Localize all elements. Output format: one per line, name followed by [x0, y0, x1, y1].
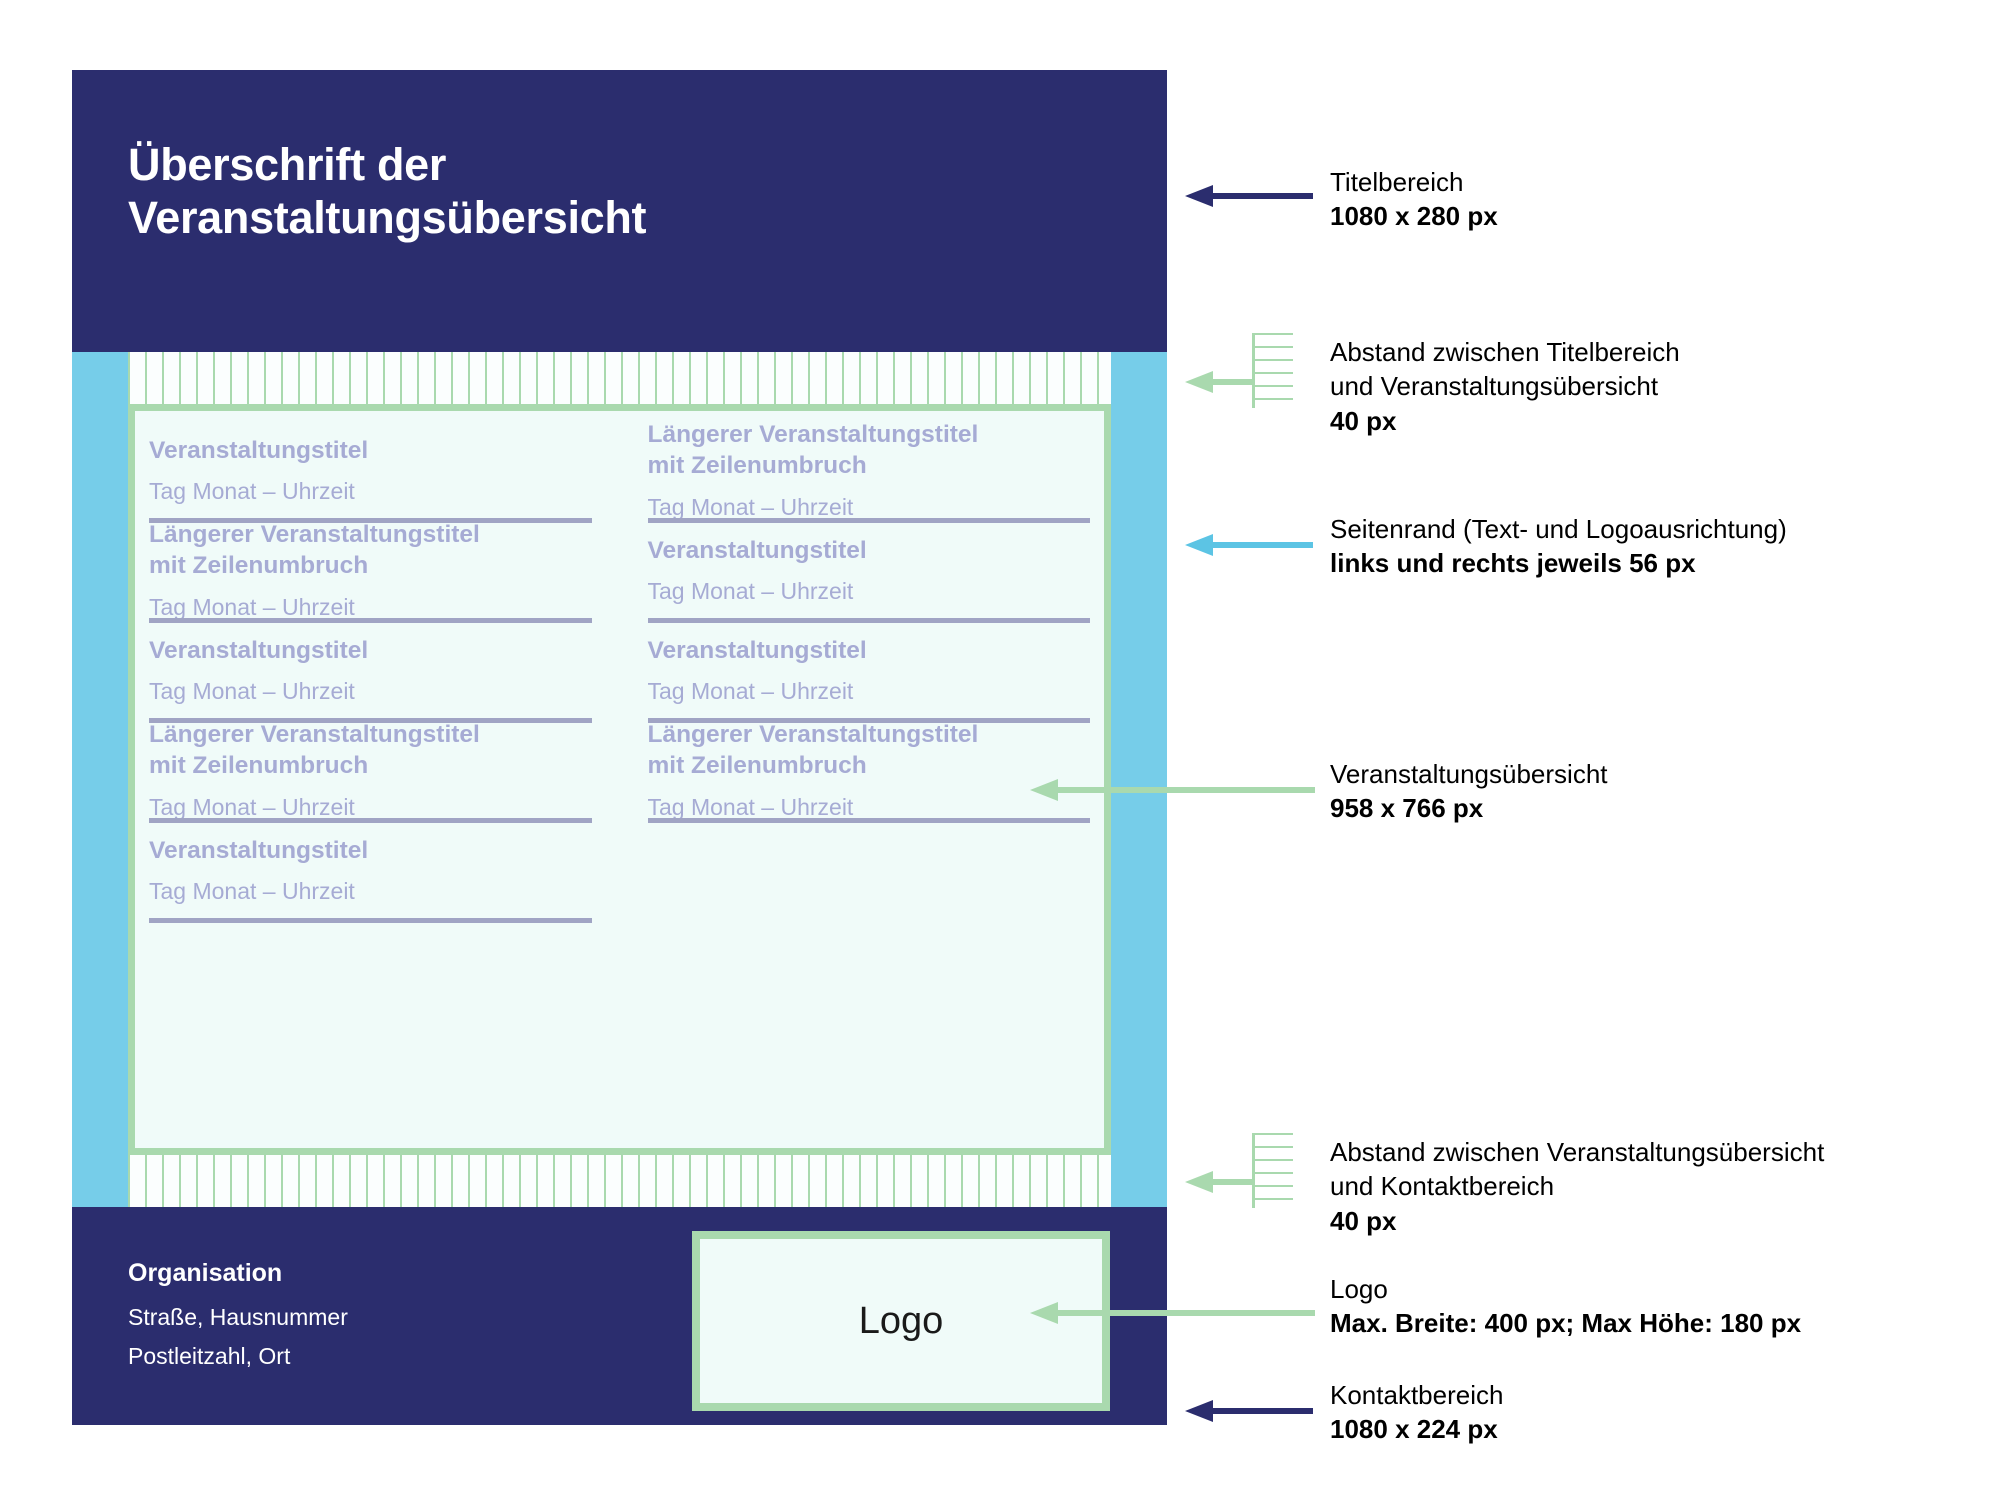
- arrow-head-icon: [1185, 1171, 1213, 1193]
- callout-value: 40 px: [1330, 405, 1397, 436]
- event-title: Veranstaltungstitel: [149, 637, 369, 664]
- event-divider: [149, 818, 592, 823]
- callout-gap-contact: Abstand zwischen Veranstaltungsübersicht…: [1330, 1135, 1824, 1238]
- organisation-name: Organisation: [128, 1259, 283, 1287]
- arrow-shaft: [1211, 542, 1313, 548]
- event-item[interactable]: Veranstaltungstitel Tag Monat – Uhrzeit: [647, 621, 1090, 723]
- event-date: Tag Monat – Uhrzeit: [647, 678, 854, 705]
- logo-placeholder-label: Logo: [858, 1299, 944, 1342]
- event-title: Veranstaltungstitel: [149, 437, 369, 464]
- arrow-shaft: [1211, 193, 1313, 199]
- title-area: Überschrift der Veranstaltungsübersicht: [72, 70, 1167, 352]
- callout-label: Abstand zwischen Titelbereich und Verans…: [1330, 337, 1680, 402]
- callout-arrow-logo: [1030, 1302, 1315, 1324]
- street-address: Straße, Hausnummer: [128, 1304, 348, 1330]
- event-divider: [149, 718, 592, 723]
- event-title: Längerer Veranstaltungstitel mit Zeilenu…: [149, 521, 480, 580]
- event-date: Tag Monat – Uhrzeit: [149, 478, 355, 505]
- event-overview-frame: Veranstaltungstitel Tag Monat – Uhrzeit …: [128, 404, 1111, 1155]
- callout-label: Veranstaltungsübersicht: [1330, 759, 1608, 789]
- arrow-shaft: [1056, 1310, 1315, 1316]
- city-address: Postleitzahl, Ort: [128, 1343, 291, 1369]
- callout-label: Kontaktbereich: [1330, 1380, 1504, 1410]
- event-date: Tag Monat – Uhrzeit: [149, 593, 355, 620]
- event-divider: [149, 618, 592, 623]
- event-divider: [647, 618, 1090, 623]
- arrow-shaft: [1056, 787, 1315, 793]
- dimension-comb-gap-contact: [1252, 1133, 1293, 1208]
- callout-value: links und rechts jeweils 56 px: [1330, 548, 1696, 579]
- callout-logo: Logo Max. Breite: 400 px; Max Höhe: 180 …: [1330, 1272, 1801, 1341]
- event-title: Längerer Veranstaltungstitel mit Zeilenu…: [149, 721, 480, 780]
- callout-arrow-contact-area: [1185, 1400, 1313, 1422]
- event-item[interactable]: Längerer Veranstaltungstitel mit Zeilenu…: [647, 421, 1090, 523]
- callout-title-area: Titelbereich 1080 x 280 px: [1330, 165, 1498, 234]
- arrow-head-icon: [1185, 185, 1213, 207]
- event-title: Veranstaltungstitel: [647, 637, 867, 664]
- event-date: Tag Monat – Uhrzeit: [149, 793, 355, 820]
- spacing-hatch-bottom: [128, 1155, 1111, 1207]
- callout-value: 1080 x 280 px: [1330, 201, 1498, 232]
- event-date: Tag Monat – Uhrzeit: [149, 678, 355, 705]
- callout-arrow-title-area: [1185, 185, 1313, 207]
- arrow-shaft: [1211, 1179, 1255, 1185]
- event-item[interactable]: Veranstaltungstitel Tag Monat – Uhrzeit: [647, 521, 1090, 623]
- event-date: Tag Monat – Uhrzeit: [149, 878, 355, 905]
- callout-arrow-gap-title: [1185, 371, 1255, 393]
- arrow-shaft: [1211, 379, 1255, 385]
- callout-value: Max. Breite: 400 px; Max Höhe: 180 px: [1330, 1308, 1802, 1339]
- event-item[interactable]: Längerer Veranstaltungstitel mit Zeilenu…: [149, 521, 592, 623]
- arrow-head-icon: [1185, 1400, 1213, 1422]
- dimension-comb-gap-title: [1252, 333, 1293, 408]
- callout-arrow-page-margin: [1185, 534, 1313, 556]
- event-item[interactable]: Längerer Veranstaltungstitel mit Zeilenu…: [647, 721, 1090, 823]
- callout-label: Titelbereich: [1330, 167, 1464, 197]
- callout-arrow-overview: [1030, 779, 1315, 801]
- arrow-shaft: [1211, 1408, 1313, 1414]
- event-divider: [647, 718, 1090, 723]
- callout-label: Abstand zwischen Veranstaltungsübersicht…: [1330, 1137, 1825, 1202]
- event-item[interactable]: Veranstaltungstitel Tag Monat – Uhrzeit: [149, 621, 592, 723]
- event-date: Tag Monat – Uhrzeit: [647, 493, 854, 520]
- event-date: Tag Monat – Uhrzeit: [647, 793, 854, 820]
- callout-overview: Veranstaltungsübersicht 958 x 766 px: [1330, 757, 1608, 826]
- poster-title: Überschrift der Veranstaltungsübersicht: [128, 139, 647, 244]
- event-title: Veranstaltungstitel: [647, 537, 867, 564]
- arrow-head-icon: [1030, 1302, 1058, 1324]
- poster-canvas: Überschrift der Veranstaltungsübersicht …: [72, 70, 1167, 1425]
- contact-area: Organisation Straße, Hausnummer Postleit…: [72, 1207, 1167, 1425]
- event-title: Längerer Veranstaltungstitel mit Zeilenu…: [647, 721, 979, 780]
- callout-page-margin: Seitenrand (Text- und Logoausrichtung) l…: [1330, 512, 1787, 581]
- event-item[interactable]: Veranstaltungstitel Tag Monat – Uhrzeit: [149, 821, 592, 923]
- callout-value: 958 x 766 px: [1330, 793, 1484, 824]
- callout-arrow-gap-contact: [1185, 1171, 1255, 1193]
- callout-gap-title: Abstand zwischen Titelbereich und Verans…: [1330, 335, 1680, 438]
- event-divider: [647, 818, 1090, 823]
- contact-details: Organisation Straße, Hausnummer Postleit…: [128, 1259, 348, 1382]
- event-item[interactable]: Veranstaltungstitel Tag Monat – Uhrzeit: [149, 421, 592, 523]
- callout-contact-area: Kontaktbereich 1080 x 224 px: [1330, 1378, 1503, 1447]
- event-date: Tag Monat – Uhrzeit: [647, 578, 854, 605]
- event-divider: [647, 518, 1090, 523]
- callout-value: 40 px: [1330, 1205, 1397, 1236]
- event-title: Veranstaltungstitel: [149, 837, 369, 864]
- callout-label: Seitenrand (Text- und Logoausrichtung): [1330, 514, 1787, 544]
- event-grid: Veranstaltungstitel Tag Monat – Uhrzeit …: [135, 411, 1104, 1148]
- event-item[interactable]: Längerer Veranstaltungstitel mit Zeilenu…: [149, 721, 592, 823]
- arrow-head-icon: [1185, 371, 1213, 393]
- arrow-head-icon: [1185, 534, 1213, 556]
- event-divider: [149, 518, 592, 523]
- arrow-head-icon: [1030, 779, 1058, 801]
- event-title: Längerer Veranstaltungstitel mit Zeilenu…: [647, 421, 979, 480]
- callout-value: 1080 x 224 px: [1330, 1414, 1498, 1445]
- spacing-hatch-top: [128, 352, 1111, 404]
- callout-label: Logo: [1330, 1274, 1388, 1304]
- event-divider: [149, 918, 592, 923]
